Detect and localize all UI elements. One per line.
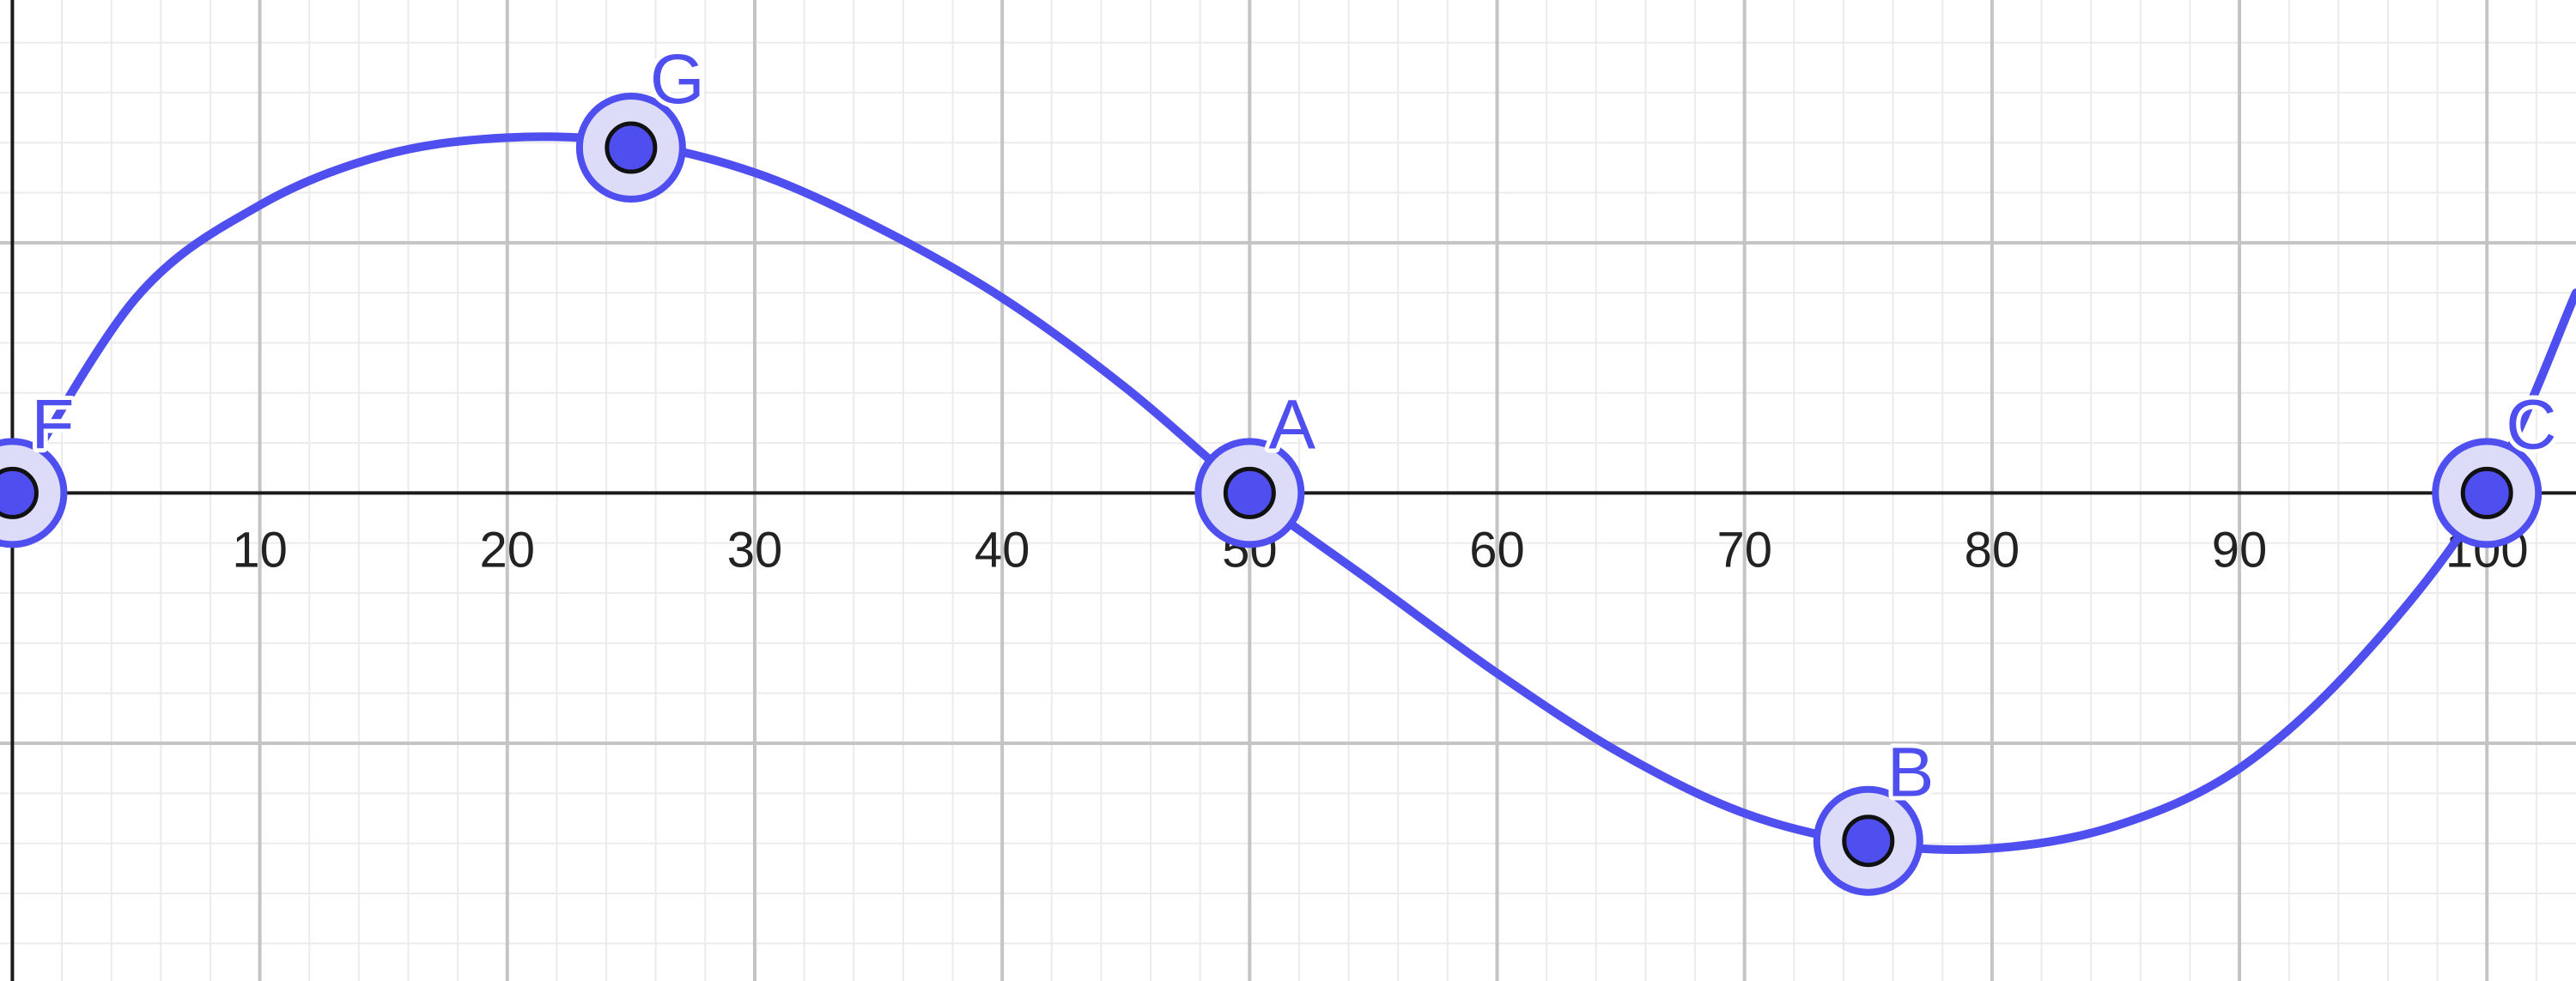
x-tick-label: 20 bbox=[480, 522, 536, 578]
point-marker[interactable] bbox=[0, 466, 39, 519]
point-g[interactable] bbox=[575, 93, 686, 203]
point-label-halo: B bbox=[1887, 734, 1935, 812]
x-tick-label: 70 bbox=[1716, 522, 1772, 578]
point-marker[interactable] bbox=[2460, 466, 2513, 519]
point-a[interactable] bbox=[1194, 438, 1305, 548]
point-marker[interactable] bbox=[1223, 466, 1276, 519]
point-label: C bbox=[2506, 385, 2556, 463]
point-label-halo: G bbox=[650, 40, 705, 118]
points-layer[interactable] bbox=[0, 93, 2543, 896]
x-tick-label: 10 bbox=[232, 522, 288, 578]
function-curve[interactable] bbox=[8, 132, 2576, 855]
point-label: G bbox=[650, 40, 705, 118]
x-tick-label: 80 bbox=[1965, 522, 2020, 578]
x-tick-label: 60 bbox=[1469, 522, 1525, 578]
point-c[interactable] bbox=[2432, 438, 2543, 548]
x-tick-label: 40 bbox=[975, 522, 1030, 578]
point-b[interactable] bbox=[1813, 785, 1923, 896]
x-tick-label: 30 bbox=[727, 522, 783, 578]
point-marker[interactable] bbox=[1842, 814, 1895, 868]
point-label-halo: A bbox=[1268, 385, 1315, 463]
point-label-halo: C bbox=[2506, 385, 2556, 463]
x-tick-label: 90 bbox=[2212, 522, 2268, 578]
point-label-halo: F bbox=[31, 385, 74, 463]
curve-layer bbox=[8, 132, 2576, 855]
point-label: B bbox=[1887, 734, 1935, 812]
point-label: F bbox=[31, 385, 74, 463]
point-marker[interactable] bbox=[605, 121, 658, 174]
point-label: A bbox=[1268, 385, 1315, 463]
point-f[interactable] bbox=[0, 438, 68, 548]
